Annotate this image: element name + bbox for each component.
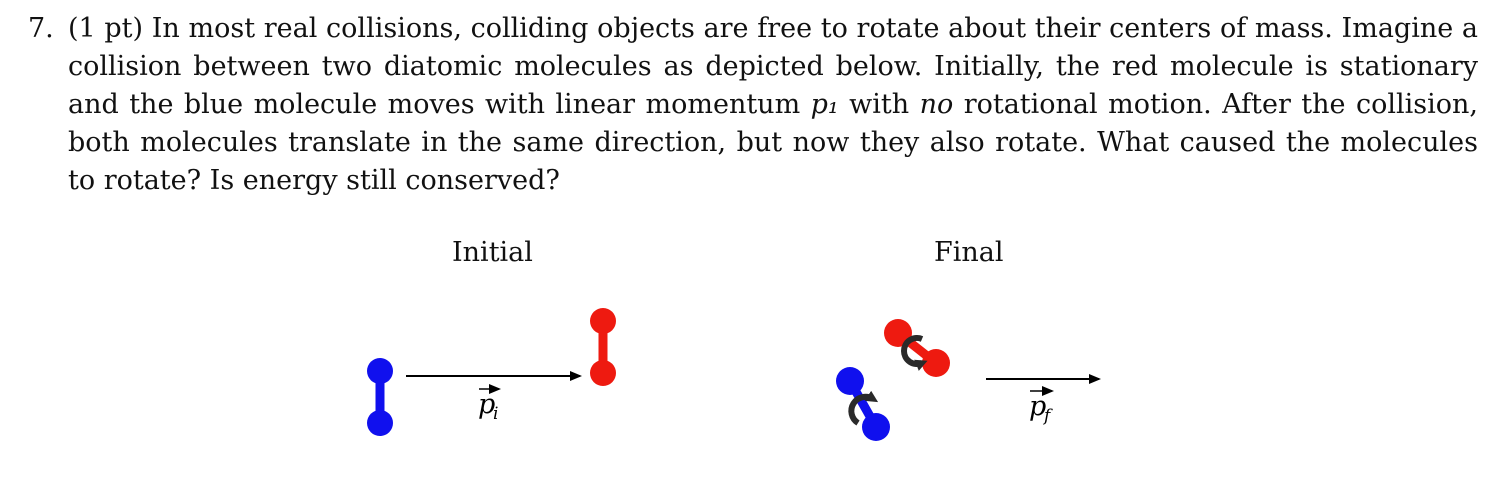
final-red-molecule [884,319,950,377]
problem-text-part3: rotational motion. After the collision, … [68,89,1478,196]
problem-number: 7. [28,13,54,44]
initial-label: Initial [452,237,533,268]
blue-atom-top [367,358,393,384]
final-label: Final [934,237,1004,268]
final-momentum-sub: f [1042,406,1053,426]
collision-diagram: p i p f [367,308,1101,441]
initial-blue-molecule [367,358,393,436]
problem-emphasis: no [919,89,954,120]
final-momentum-p: p [1029,391,1046,422]
problem-points: (1 pt) [68,13,144,44]
final-red-atom-2 [922,349,950,377]
red-atom-top [590,308,616,334]
problem-7: 7. (1 pt) In most real collisions, colli… [28,10,1478,200]
initial-momentum-p: p [478,389,495,420]
final-blue-atom-1 [836,367,864,395]
red-atom-bottom [590,360,616,386]
problem-text-part1: In most real collisions, colliding objec… [68,13,1478,120]
final-blue-molecule [836,367,890,441]
initial-red-molecule [590,308,616,386]
blue-rotation-arrow-icon [848,390,879,426]
blue-atom-bottom [367,410,393,436]
problem-text: (1 pt) In most real collisions, collidin… [68,10,1478,200]
red-rotation-arrow-icon [901,335,928,371]
final-red-atom-1 [884,319,912,347]
momentum-symbol: p₁ [810,89,839,120]
problem-text-part2: with [849,89,910,120]
collision-figure: Initial Final p i [0,225,1509,489]
final-blue-atom-2 [862,413,890,441]
initial-momentum-sub: i [493,404,498,424]
